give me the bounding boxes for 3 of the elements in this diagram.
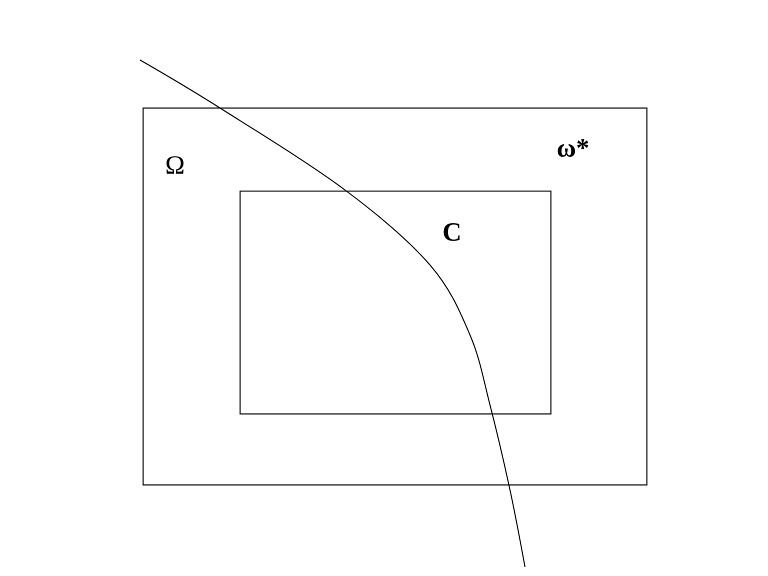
region-label: C <box>444 223 460 241</box>
region-label: ω* <box>558 139 588 157</box>
region-label: Ω <box>166 156 184 174</box>
